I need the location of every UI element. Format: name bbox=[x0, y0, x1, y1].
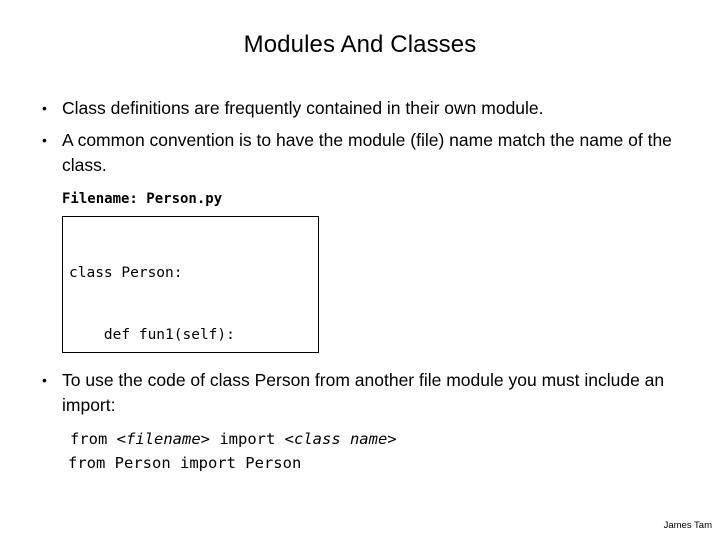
import-syntax-line: from <filename> import <class name> bbox=[70, 428, 397, 450]
page-title: Modules And Classes bbox=[243, 31, 477, 58]
import-from-keyword: from bbox=[70, 430, 117, 448]
bullet-item-2: A common convention is to have the modul… bbox=[38, 128, 688, 178]
code-line-1: class Person: bbox=[69, 265, 183, 281]
import-filename-placeholder: <filename> bbox=[116, 430, 210, 448]
filename-caption: Filename: Person.py bbox=[62, 191, 223, 207]
author-footer: James Tam bbox=[663, 520, 712, 531]
code-block-lines: class Person: def fun1(self): print(“fun… bbox=[69, 222, 244, 352]
import-example-line: from Person import Person bbox=[68, 454, 302, 472]
code-block: class Person: def fun1(self): print(“fun… bbox=[62, 216, 319, 353]
import-class-placeholder: <class name> bbox=[284, 430, 397, 448]
code-line-2: def fun1(self): bbox=[69, 326, 235, 343]
import-keyword: import bbox=[210, 430, 285, 448]
bullet-item-1: Class definitions are frequently contain… bbox=[38, 96, 688, 121]
bullet-item-3: To use the code of class Person from ano… bbox=[38, 368, 678, 418]
